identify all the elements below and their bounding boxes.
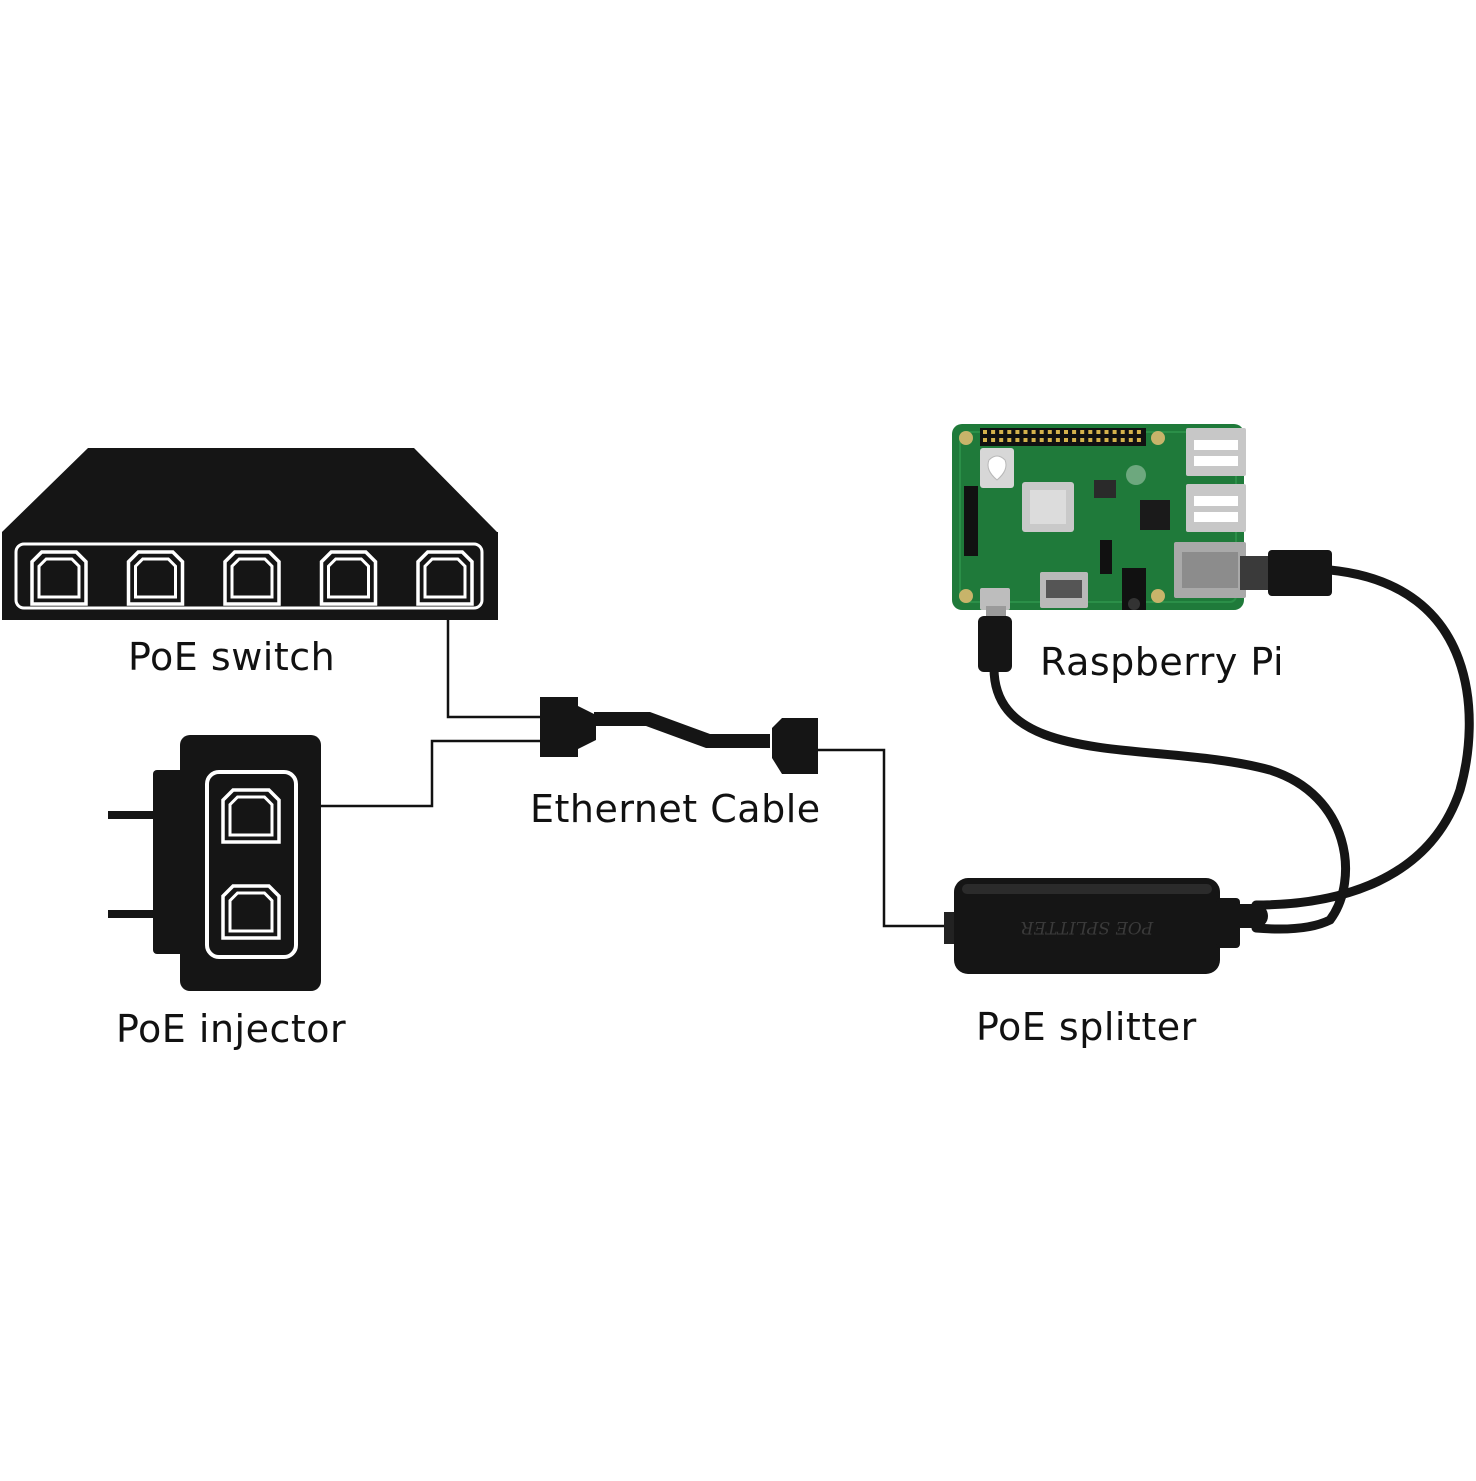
- gpio-pin: [1023, 430, 1028, 434]
- gpio-pin: [1039, 430, 1044, 434]
- injector-ports: [221, 788, 281, 940]
- switch-port-icon: [319, 550, 378, 606]
- gpio-pin: [1007, 430, 1012, 434]
- wire-injector-to-cable: [321, 739, 540, 808]
- gpio-pin: [983, 438, 987, 442]
- gpio-pin: [991, 438, 996, 442]
- gpio-pin: [1088, 438, 1093, 442]
- gpio-pin: [1047, 438, 1052, 442]
- poe-splitter-icon: POE SPLITTER: [944, 878, 1240, 974]
- splitter-cables: [989, 565, 1474, 934]
- gpio-pin: [1064, 430, 1068, 434]
- gpio-pin: [1088, 430, 1093, 434]
- micro-usb-plug-icon: [978, 606, 1012, 672]
- wire-switch-to-cable: [446, 620, 540, 719]
- gpio-pin: [1055, 430, 1060, 434]
- gpio-pin: [999, 430, 1004, 434]
- gpio-pin: [1104, 438, 1109, 442]
- poe-switch-label: PoE switch: [128, 635, 336, 679]
- gpio-pin: [1096, 438, 1101, 442]
- injector-port-icon: [221, 884, 281, 940]
- gpio-pin: [1039, 438, 1044, 442]
- gpio-pin: [1031, 438, 1036, 442]
- switch-port-icon: [126, 550, 185, 606]
- gpio-pin: [983, 430, 987, 434]
- gpio-pin: [1031, 430, 1036, 434]
- ethernet-lead: [1251, 565, 1474, 910]
- poe-switch-icon: [2, 448, 498, 620]
- usb-power-lead: [989, 663, 1351, 934]
- gpio-pin: [1112, 430, 1117, 434]
- ethernet-cable-label: Ethernet Cable: [530, 787, 821, 831]
- gpio-pin: [1015, 438, 1020, 442]
- gpio-pin: [991, 430, 996, 434]
- gpio-pin: [1064, 438, 1068, 442]
- ethernet-cable-icon: [540, 697, 818, 774]
- gpio-pin: [1080, 430, 1085, 434]
- gpio-pin: [1072, 438, 1077, 442]
- poe-injector-label: PoE injector: [116, 1007, 347, 1051]
- gpio-pin: [1007, 438, 1012, 442]
- switch-ports: [30, 550, 474, 606]
- raspberry-pi-board: [952, 424, 1246, 610]
- gpio-pin: [1080, 438, 1085, 442]
- raspberry-pi-label: Raspberry Pi: [1040, 640, 1285, 684]
- gpio-pin: [1112, 438, 1117, 442]
- wire-cable-to-splitter: [818, 748, 948, 928]
- gpio-pin: [1096, 430, 1101, 434]
- splitter-print: POE SPLITTER: [1021, 917, 1155, 937]
- gpio-pin: [1136, 438, 1141, 442]
- poe-splitter-label: PoE splitter: [976, 1005, 1197, 1049]
- gpio-pin: [1047, 430, 1052, 434]
- injector-port-icon: [221, 788, 281, 844]
- gpio-pin: [999, 438, 1004, 442]
- switch-port-icon: [223, 550, 281, 606]
- gpio-header: [980, 428, 1146, 446]
- switch-port-icon: [416, 550, 474, 606]
- gpio-pin: [1136, 430, 1141, 434]
- gpio-pin: [1072, 430, 1077, 434]
- gpio-pin: [1015, 430, 1020, 434]
- gpio-pin: [1120, 430, 1125, 434]
- gpio-pin: [1128, 438, 1133, 442]
- gpio-pin: [1120, 438, 1125, 442]
- switch-port-icon: [30, 550, 88, 606]
- gpio-pin: [1023, 438, 1028, 442]
- gpio-pin: [1055, 438, 1060, 442]
- connection-wires: [321, 620, 948, 928]
- gpio-pin: [1128, 430, 1133, 434]
- rj45-plug-icon: [1240, 550, 1332, 596]
- gpio-pin: [1104, 430, 1109, 434]
- poe-injector-icon: [108, 735, 321, 991]
